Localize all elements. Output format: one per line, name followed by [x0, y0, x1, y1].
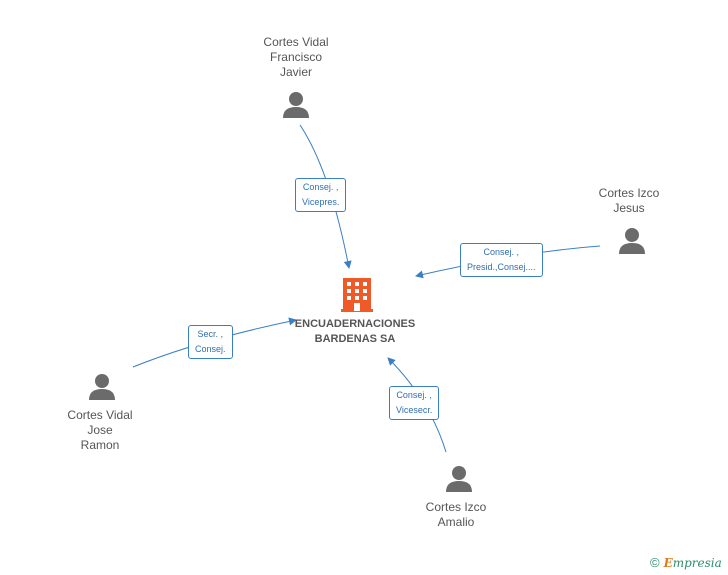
building-icon [341, 278, 373, 312]
relation-label-amalio: Consej. , Vicesecr. [389, 386, 440, 420]
relation-label-ramon: Secr. , Consej. [188, 325, 233, 359]
empresia-logo[interactable]: ©Empresia [650, 555, 722, 570]
person-label-jesus[interactable]: Cortes Izco Jesus [598, 186, 660, 215]
person-label-francisco[interactable]: Cortes Vidal Francisco Javier [263, 35, 329, 79]
person-label-amalio[interactable]: Cortes Izco Amalio [425, 500, 487, 529]
person-icon[interactable] [444, 464, 474, 494]
copyright-icon: © [650, 555, 660, 570]
person-icon[interactable] [617, 226, 647, 256]
relation-label-francisco: Consej. , Vicepres. [295, 178, 347, 212]
person-icon[interactable] [87, 372, 117, 402]
person-icon[interactable] [281, 90, 311, 120]
company-name[interactable]: ENCUADERNACIONES BARDENAS SA [294, 318, 416, 345]
relation-label-jesus: Consej. , Presid.,Consej.... [460, 243, 543, 277]
person-label-ramon[interactable]: Cortes Vidal Jose Ramon [67, 408, 133, 452]
